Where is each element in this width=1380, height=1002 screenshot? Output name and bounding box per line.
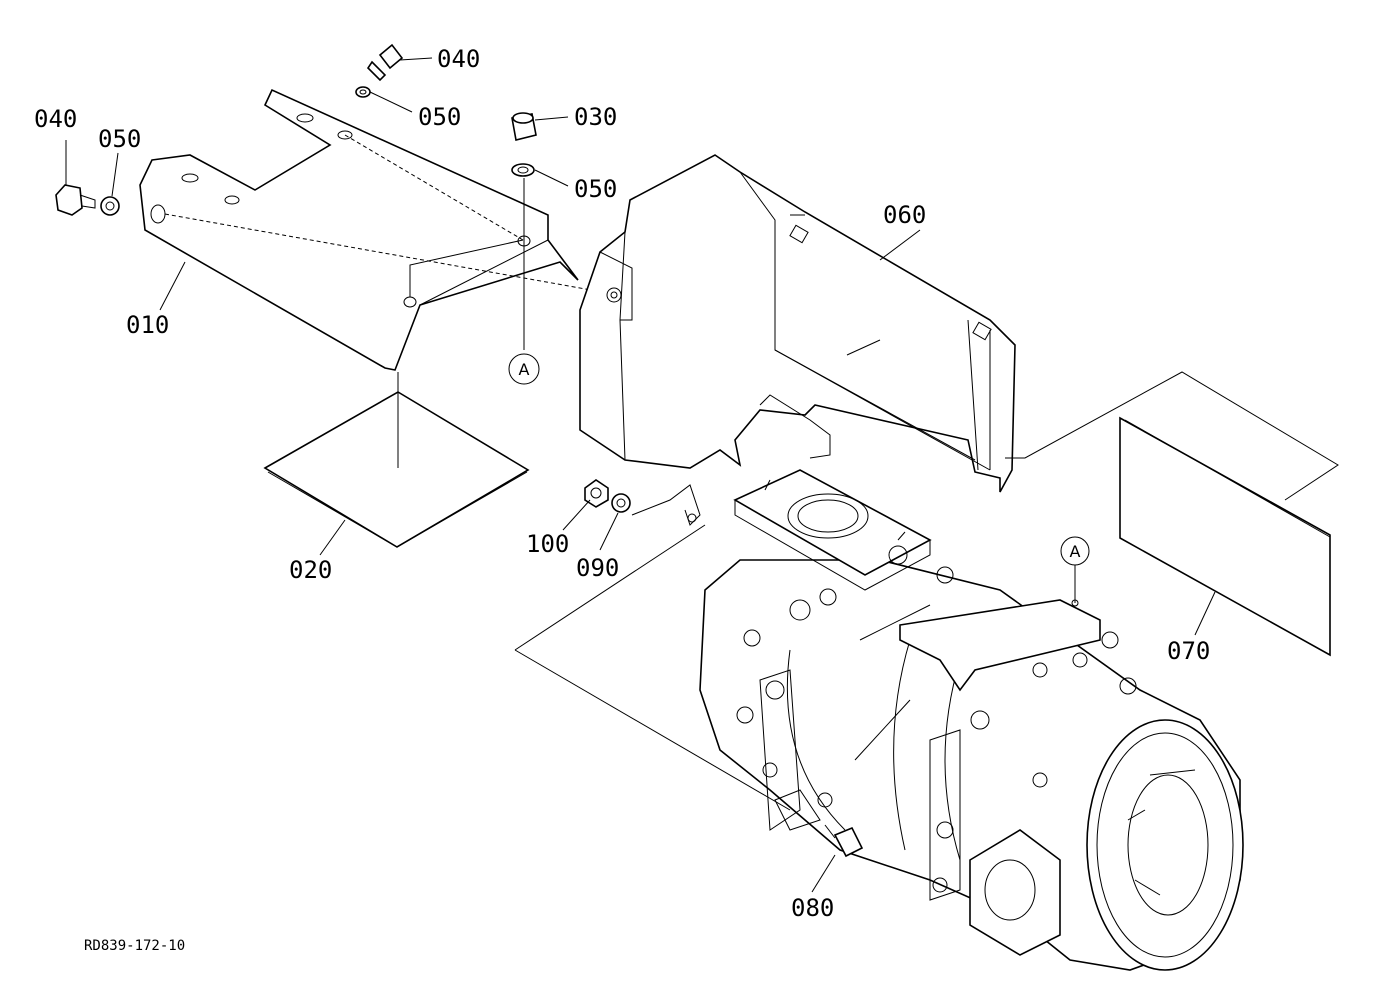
callout-050-top: 050 (418, 103, 461, 131)
callout-040-top: 040 (437, 45, 480, 73)
callout-060: 060 (883, 201, 926, 229)
ref-marker-label: A (1070, 542, 1081, 561)
part-050-washer-left (100, 196, 120, 216)
leader-lines (65, 57, 1216, 893)
part-040-bolt-left (55, 184, 96, 216)
part-010-shield-bracket (139, 88, 609, 371)
callout-010: 010 (126, 311, 169, 339)
bracket-tab-090 (631, 484, 701, 526)
part-050-washer-mid (511, 163, 535, 177)
callout-080: 080 (791, 894, 834, 922)
callout-050-mid: 050 (574, 175, 617, 203)
ref-marker-a-lower: A (1060, 536, 1090, 566)
callout-030: 030 (574, 103, 617, 131)
callout-020: 020 (289, 556, 332, 584)
callout-050-left: 050 (98, 125, 141, 153)
part-050-washer-top (355, 86, 371, 98)
drawing-reference-number: RD839-172-10 (84, 938, 185, 954)
callout-090: 090 (576, 554, 619, 582)
part-080-bolt (824, 824, 864, 858)
part-020-insulation-pad (263, 372, 530, 548)
callout-070: 070 (1167, 637, 1210, 665)
ref-marker-a-upper: A (508, 353, 540, 385)
part-090-washer (611, 493, 631, 513)
part-070-insulation-pad (1005, 371, 1339, 657)
part-060-shield-cover (579, 154, 1016, 493)
part-040-bolt-top (366, 43, 404, 82)
part-100-nut (584, 479, 609, 508)
ref-marker-label: A (519, 360, 530, 379)
dpf-muffler-assembly (699, 469, 1244, 971)
callout-040-left: 040 (34, 105, 77, 133)
callout-100: 100 (526, 530, 569, 558)
part-030-bolt (511, 112, 537, 141)
